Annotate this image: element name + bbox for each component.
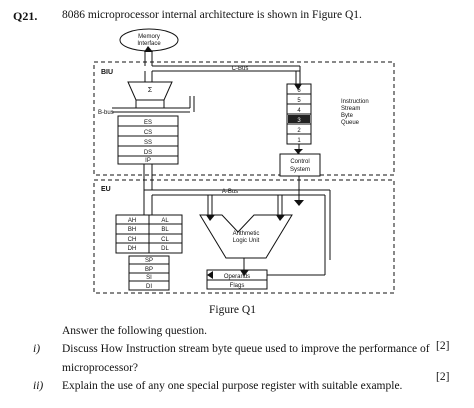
register-dl: DL: [161, 246, 169, 252]
register-bh: BH: [128, 227, 136, 233]
segment-register: DS: [144, 150, 152, 156]
alu-label-2: Logic Unit: [233, 238, 260, 244]
control-label-1: Control: [290, 159, 309, 165]
register-ah: AH: [128, 218, 136, 224]
queue-slot: 2: [297, 128, 301, 134]
control-label-2: System: [290, 167, 310, 173]
pointer-register: SI: [146, 275, 152, 281]
question-statement: 8086 microprocessor internal architectur…: [62, 9, 362, 21]
alu-shape: [199, 214, 293, 259]
c-bus-label: C-Bus: [232, 66, 249, 72]
subquestion-1-label: i): [33, 343, 41, 355]
subquestion-2-label: ii): [33, 380, 44, 392]
subquestion-2-text: Explain the use of any one special purpo…: [62, 380, 403, 392]
figure-caption: Figure Q1: [209, 304, 256, 316]
subquestion-1-text: Discuss How Instruction stream byte queu…: [62, 343, 430, 355]
biu-boundary: [93, 61, 395, 176]
b-bus-label: B-bus: [98, 110, 114, 116]
register-bl: BL: [161, 227, 169, 233]
segment-register: ES: [144, 120, 152, 126]
pointer-register: SP: [145, 258, 153, 264]
segment-register: CS: [144, 130, 152, 136]
queue-title-2: Stream: [341, 106, 360, 112]
queue-title-1: Instruction: [341, 99, 369, 105]
memory-interface-label-2: Interface: [137, 41, 161, 47]
flags-box: [206, 279, 268, 290]
register-ch: CH: [128, 237, 137, 243]
register-cl: CL: [161, 237, 169, 243]
segment-register: SS: [144, 140, 152, 146]
queue-slot: 6: [297, 88, 301, 94]
control-system-box: [279, 153, 321, 177]
queue-title-3: Byte: [341, 113, 354, 119]
subquestion-1-marks: [2]: [436, 340, 450, 352]
instruction-text: Answer the following question.: [62, 325, 208, 337]
queue-slot: 5: [297, 98, 301, 104]
queue-title-4: Queue: [341, 120, 360, 126]
memory-interface-label-1: Memory: [138, 34, 160, 40]
queue-slot: 4: [297, 108, 301, 114]
queue-slot: 3: [297, 118, 301, 124]
eu-boundary: [93, 179, 395, 294]
queue-slot: 1: [297, 138, 301, 144]
register-dh: DH: [128, 246, 137, 252]
alu-label-1: Arithmetic: [233, 231, 260, 237]
question-number: Q21.: [13, 9, 38, 23]
segment-register: IP: [145, 158, 151, 164]
pointer-register: DI: [146, 284, 152, 290]
operands-label: Operands: [224, 274, 250, 280]
biu-label: BIU: [101, 69, 113, 76]
subquestion-1-text-cont: microprocessor?: [62, 362, 138, 374]
sigma-label: Σ: [148, 87, 153, 94]
pointer-register: BP: [145, 267, 153, 273]
a-bus-label: A-Bus: [222, 189, 238, 195]
register-al: AL: [161, 218, 169, 224]
flags-label: Flags: [230, 283, 245, 289]
eu-label: EU: [101, 186, 111, 193]
subquestion-2-marks: [2]: [436, 371, 450, 383]
